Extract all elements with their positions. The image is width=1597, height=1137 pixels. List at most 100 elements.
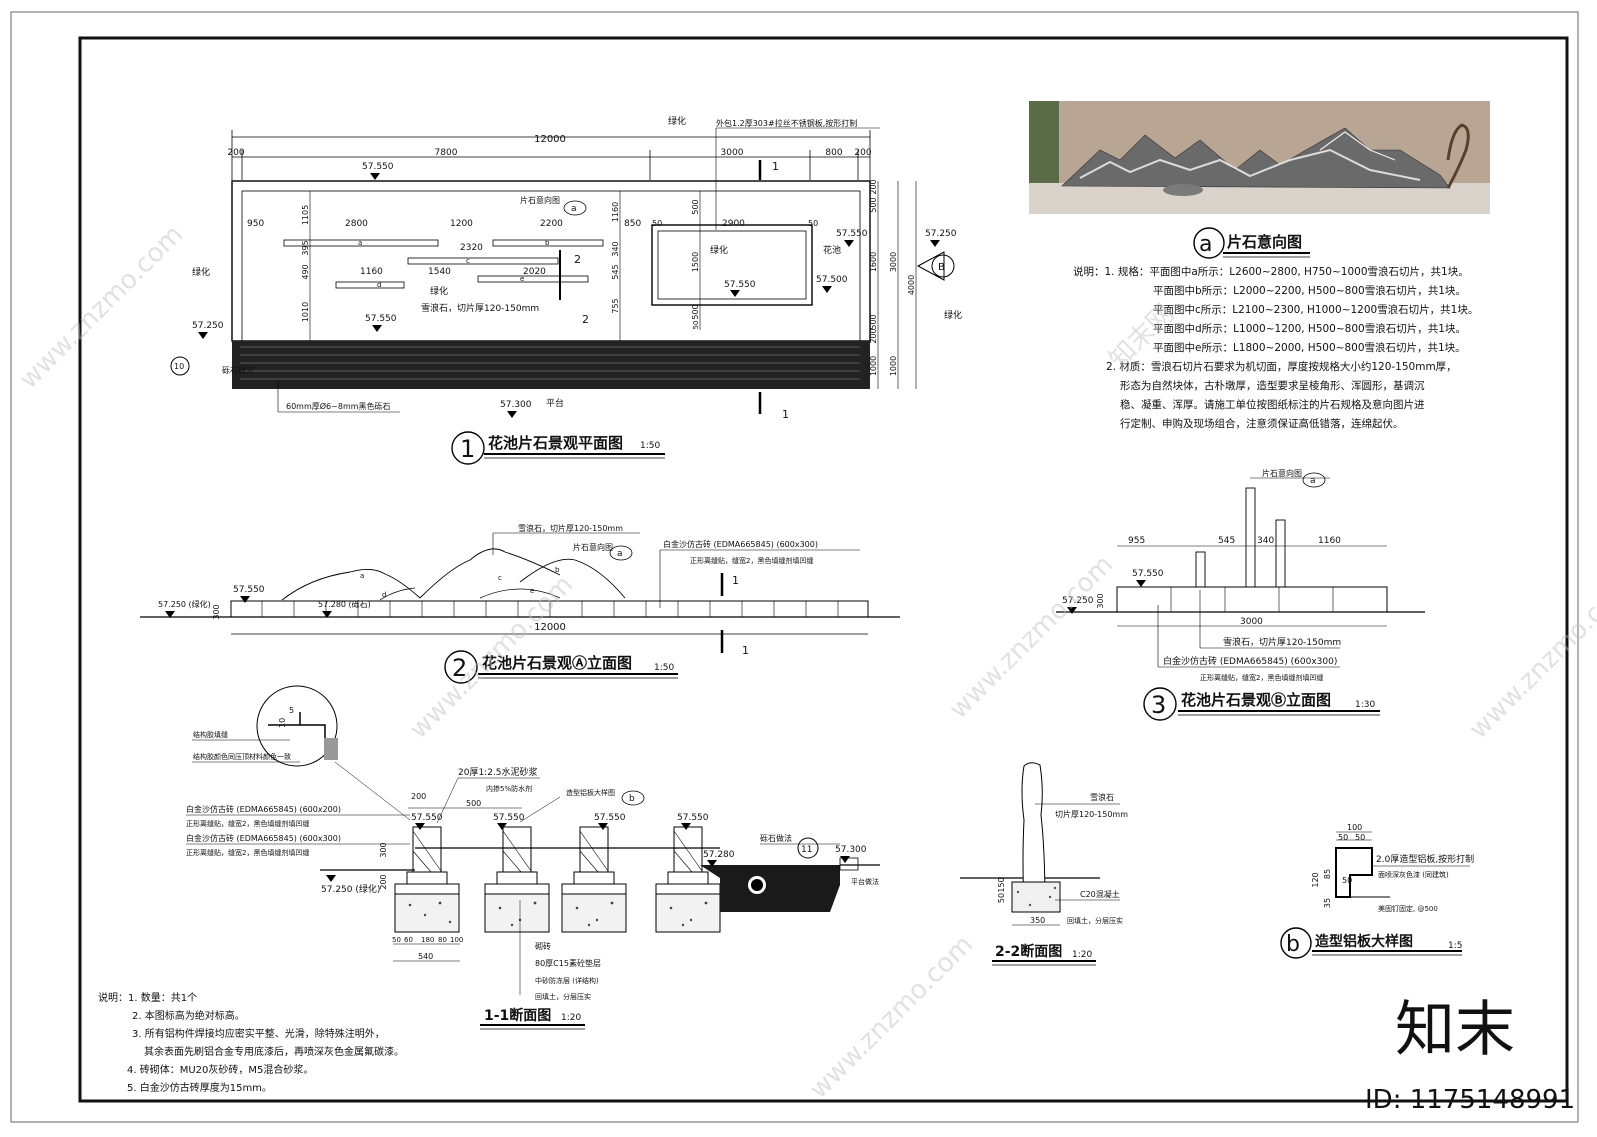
stone-note-line: 2. 材质：雪浪石切片石要求为机切面，厚度按规格大小约120-150mm厚， [1106, 360, 1457, 373]
elevB-number: 3 [1151, 691, 1166, 719]
elevA-number: 2 [452, 654, 467, 682]
plan-dim: 800 [825, 148, 842, 158]
plan-view: 12000 200 7800 3000 800 200 绿化 外包1.2厚303… [170, 115, 962, 465]
detail-ref: 11 [801, 845, 812, 855]
plan-dim: 1200 [450, 219, 473, 229]
plan-dim: 2900 [722, 219, 745, 229]
detailb-dim: 50 [1342, 876, 1352, 885]
plan-label: 绿化 [192, 266, 210, 278]
plan-vdim: 1000 [869, 356, 878, 376]
plan-stone-ref: 片石意向图 [520, 195, 560, 205]
s11-note: 结构胶填缝 [193, 730, 228, 739]
section-number: 2 [582, 313, 589, 326]
detailb-dim: 50 [1338, 833, 1348, 842]
s11-note: 正形离缝贴，缝宽2，黑色填缝剂填凹缝 [186, 848, 309, 857]
elevA-scale: 1:50 [654, 663, 674, 673]
s11-platform: 平台做法 [851, 877, 879, 886]
section-number: 2 [574, 253, 581, 266]
watermark-id: ID: 1175148991 [1365, 1085, 1575, 1115]
ref-letter: a [571, 204, 577, 214]
level-label: 57.250 [925, 229, 957, 239]
section-2-2: 雪浪石 切片厚120-150mm C20混凝土 回填土，分层压实 50 150 … [960, 762, 1128, 966]
plan-vdim: 4000 [907, 275, 916, 295]
stone-letter: a [360, 572, 364, 580]
level-label: 57.550 [411, 813, 443, 823]
plan-vdim: 395 [301, 240, 310, 255]
s11-layer: 80厚C15素砼垫层 [535, 958, 601, 968]
stone-letter: a [358, 239, 362, 247]
s11-dim: 10 [278, 718, 287, 728]
stone-note-line: 行定制、申购及现场组合，注意须保证高低错落，连绵起伏。 [1120, 417, 1404, 430]
detailb-dim: 100 [1347, 823, 1362, 832]
level-label: 57.300 [835, 845, 867, 855]
s11-gravel: 砾石做法 [760, 833, 792, 843]
s11-layer: 回填土，分层压实 [535, 992, 591, 1001]
elevB-stone-ref: 片石意向图 [1262, 468, 1302, 478]
detail-b: 100 50 50 50 85 35 120 2.0厚造型铝板,按形打制 面喷深… [1280, 823, 1474, 959]
plan-title: 花池片石景观平面图 [488, 434, 623, 452]
stone-letter: e [530, 587, 534, 595]
plan-vdim: 755 [611, 298, 620, 313]
plan-dim: 1540 [428, 267, 451, 277]
elevB-dim: 955 [1128, 536, 1145, 546]
plan-dim: 850 [624, 219, 641, 229]
s11-layer: 中砂防冻层 (详结构) [535, 976, 599, 985]
level-label: 57.550 [594, 813, 626, 823]
stone-note-line: 平面图中d所示：L1000~1200, H500~800雪浪石切片，共1块。 [1153, 322, 1466, 335]
section-1-1: 5 10 结构胶填缝 结构胶颜色同压顶材料颜色一致 白金沙仿古砖 (EDMA66… [186, 685, 880, 1030]
plan-vdim: 1010 [301, 302, 310, 322]
s22-dim: 350 [1030, 916, 1045, 925]
general-note-line: 4. 砖砌体：MU20灰砂砖，M5混合砂浆。 [127, 1063, 313, 1076]
plan-label: 绿化 [668, 115, 686, 127]
general-note-line: 5. 白金沙仿古砖厚度为15mm。 [127, 1081, 272, 1094]
gravel-label: 砾石做法 [222, 365, 254, 375]
plan-vdim: 1600 [869, 252, 878, 272]
ref-letter: b [629, 794, 635, 804]
level-label: 57.550 [1132, 569, 1164, 579]
s11-dim: 200 [379, 874, 388, 889]
elevA-title: 花池片石景观Ⓐ立面图 [482, 654, 632, 672]
watermark-text: www.znzmo.com [14, 220, 189, 395]
elevation-b: 955 545 340 1160 3000 300 57.550 57.250 … [1056, 468, 1425, 721]
stone-note-line: 说明：1. 规格：平面图中a所示：L2600~2800, H750~1000雪浪… [1073, 265, 1469, 278]
stone-letter: b [545, 239, 550, 247]
s11-dim: 500 [466, 799, 481, 808]
s11-dim: 100 [450, 936, 463, 944]
detailb-title: 造型铝板大样图 [1315, 933, 1413, 950]
s11-dim: 540 [418, 952, 433, 961]
elevation-a: a b c d e 雪浪石，切片厚120-150mm 片石意向图 a 白金沙仿古… [140, 523, 900, 684]
plan-dim: 2020 [523, 267, 546, 277]
stone-note-line: 形态为自然块体，古朴墩厚，造型要求呈棱角形、浑圆形，基调沉 [1120, 379, 1425, 392]
outer-frame [10, 11, 1579, 1123]
level-label: 57.250 (绿化) [321, 883, 380, 895]
elevA-tile-note2: 正形离缝贴，缝宽2，黑色填缝剂填凹缝 [690, 556, 813, 565]
s22-note: 回填土，分层压实 [1067, 916, 1123, 925]
level-label: 57.550 [233, 585, 265, 595]
elevB-scale: 1:30 [1355, 700, 1375, 710]
plan-label: 平台 [546, 397, 564, 409]
plan-vdim: 200 [869, 179, 878, 194]
plan-vdim: 500 [869, 314, 878, 329]
plan-dim: 2800 [345, 219, 368, 229]
s22-note: C20混凝土 [1080, 889, 1120, 899]
detailb-note: 2.0厚造型铝板,按形打制 [1376, 853, 1474, 865]
plan-vdim: 490 [301, 264, 310, 279]
level-label: 57.500 [816, 275, 848, 285]
ref-letter: B [938, 262, 945, 273]
plan-label: 绿化 [430, 285, 448, 297]
plan-dim: 950 [247, 219, 264, 229]
stone-note-line: 平面图中c所示：L2100~2300, H1000~1200雪浪石切片，共1块。 [1153, 303, 1478, 316]
s11-dim: 60 [404, 936, 413, 944]
s22-note: 雪浪石 [1090, 792, 1114, 802]
s22-scale: 1:20 [1072, 950, 1092, 960]
level-label: 57.550 [677, 813, 709, 823]
detailb-dim: 85 [1323, 869, 1332, 879]
detailb-note: 美固钉固定, @500 [1378, 904, 1438, 913]
ref-letter: a [1199, 232, 1212, 257]
s11-title: 1-1断面图 [484, 1007, 551, 1024]
plan-vdim: 50 [692, 321, 700, 330]
s11-dim: 300 [379, 842, 388, 857]
detail-ref: 10 [174, 362, 184, 371]
level-label: 57.550 [362, 162, 394, 172]
stone-letter: c [498, 574, 502, 582]
